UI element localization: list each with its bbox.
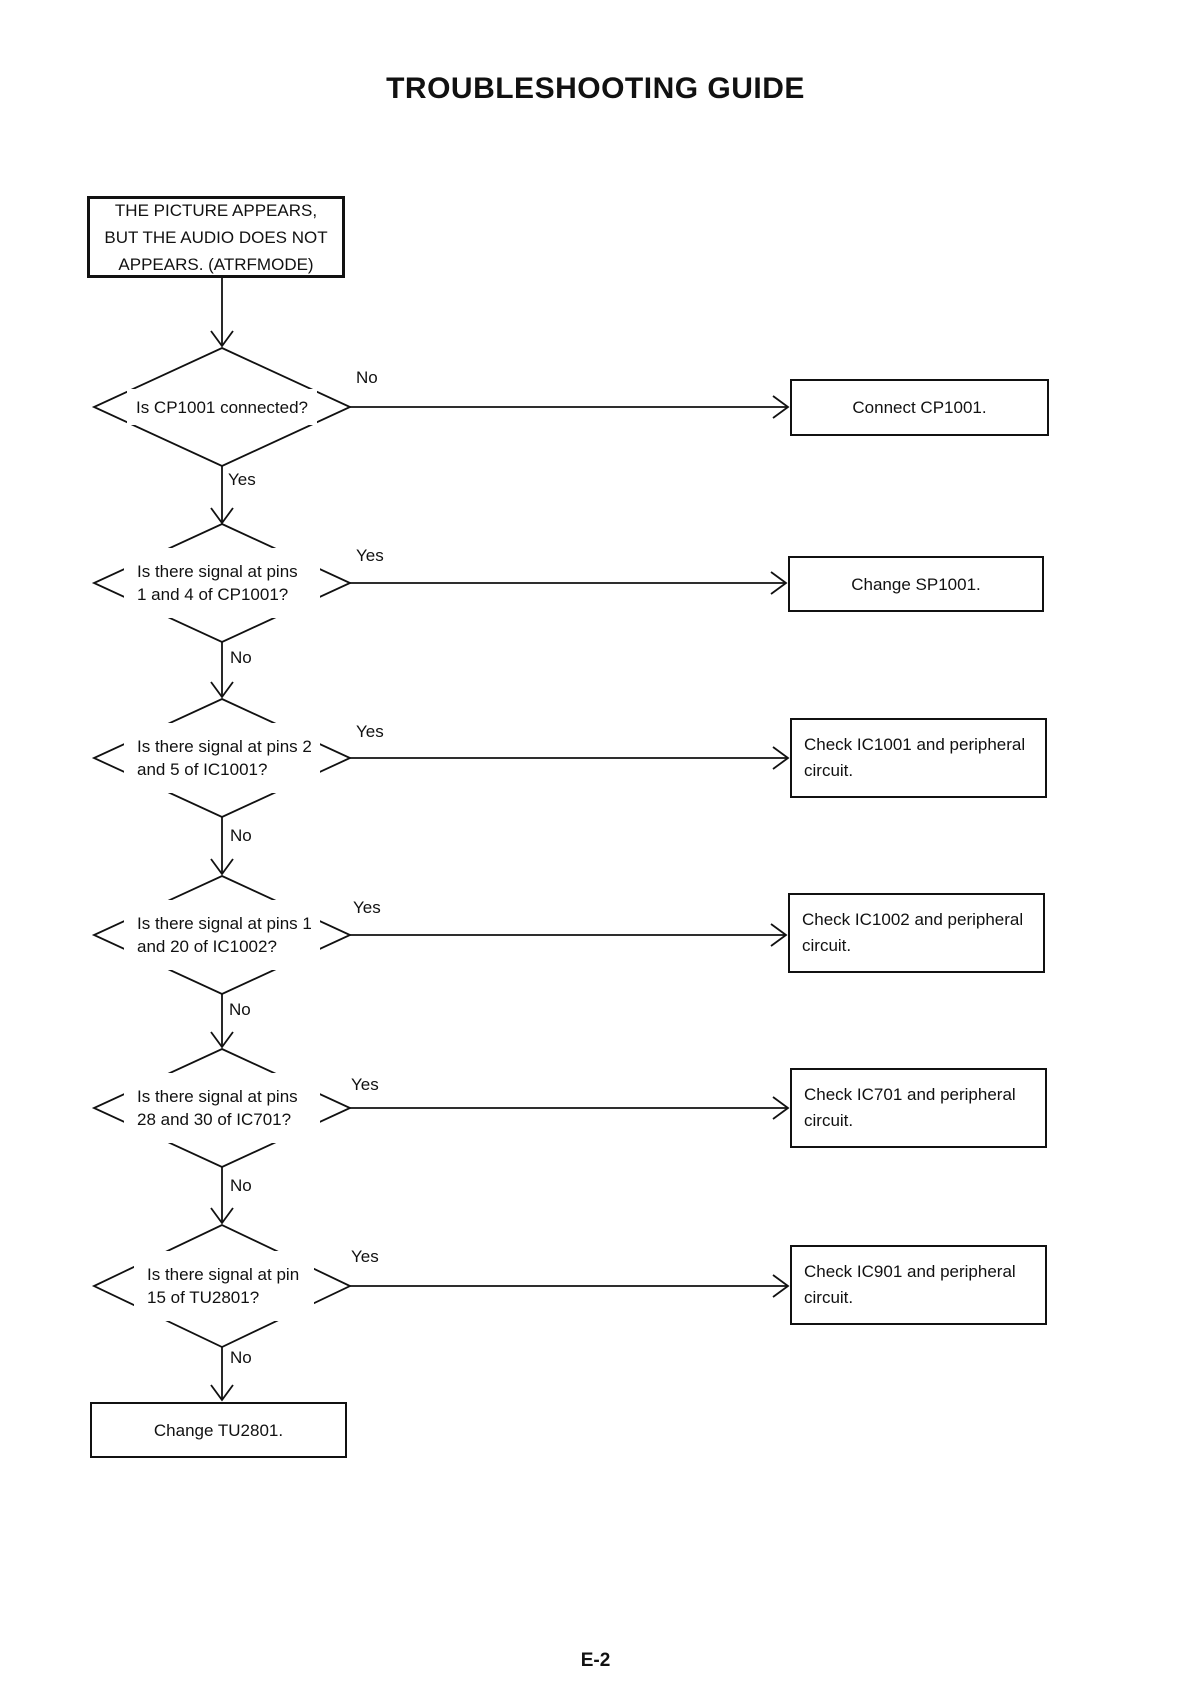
edge-label-yes-2: Yes [356,546,384,565]
action-text: Connect CP1001. [852,398,987,417]
edge-label-yes-5: Yes [351,1075,379,1094]
end-node: Change TU2801. [90,1402,347,1458]
branch-line-d1 [350,395,790,419]
edge-label-yes-3: Yes [356,722,384,741]
page-number: E-2 [580,1650,611,1671]
action-box-4: Check IC1002 and peripheral circuit. [788,893,1045,973]
decision-question-text: Is CP1001 connected? [135,397,308,417]
action-text: Check IC1002 and peripheral circuit. [802,910,1024,955]
connector-d2-to-d3 [210,642,234,699]
decision-question-text: Is there signal at pins 2 and 5 of IC100… [137,737,312,779]
edge-label-no-1: No [356,368,378,387]
action-text: Check IC901 and peripheral circuit. [804,1262,1016,1307]
decision-question-text: Is there signal at pins 1 and 4 of CP100… [137,562,298,604]
connector-d3-to-d4 [210,817,234,876]
arrowhead-right-icon [772,746,790,770]
arrowhead-right-icon [772,1274,790,1298]
edge-label-no-2: No [230,648,252,667]
edge-label-no-4: No [229,1000,251,1019]
connector-d1-to-d2 [210,466,234,525]
arrowhead-right-icon [770,923,788,947]
decision-question-text: Is there signal at pins 28 and 30 of IC7… [137,1087,298,1129]
arrowhead-right-icon [770,571,788,595]
arrowhead-right-icon [772,1096,790,1120]
action-box-2: Change SP1001. [788,556,1044,612]
edge-label-no-6: No [230,1348,252,1367]
edge-label-yes-4: Yes [353,898,381,917]
decision-question-2: Is there signal at pins 1 and 4 of CP100… [124,548,320,618]
decision-question-3: Is there signal at pins 2 and 5 of IC100… [124,723,320,793]
action-box-1: Connect CP1001. [790,379,1049,436]
connector-start-to-d1 [210,278,234,348]
action-box-3: Check IC1001 and peripheral circuit. [790,718,1047,798]
decision-question-1: Is CP1001 connected? [127,389,317,425]
branch-line-d4 [350,923,788,947]
connector-d4-to-d5 [210,994,234,1049]
arrowhead-down-icon [210,1384,234,1402]
arrowhead-down-icon [210,1031,234,1049]
edge-label-no-3: No [230,826,252,845]
page-title: TROUBLESHOOTING GUIDE [386,72,805,105]
arrowhead-down-icon [210,681,234,699]
branch-line-d3 [350,746,790,770]
arrowhead-down-icon [210,330,234,348]
action-box-6: Check IC901 and peripheral circuit. [790,1245,1047,1325]
edge-label-no-5: No [230,1176,252,1195]
connector-d6-to-end [210,1347,234,1402]
arrowhead-down-icon [210,1207,234,1225]
branch-line-d5 [350,1096,790,1120]
branch-line-d2 [350,571,788,595]
arrowhead-right-icon [772,395,790,419]
start-node: THE PICTURE APPEARS, BUT THE AUDIO DOES … [87,196,345,278]
edge-label-yes-1: Yes [228,470,256,489]
decision-question-4: Is there signal at pins 1 and 20 of IC10… [124,900,320,970]
action-box-5: Check IC701 and peripheral circuit. [790,1068,1047,1148]
decision-question-5: Is there signal at pins 28 and 30 of IC7… [124,1073,320,1143]
branch-line-d6 [350,1274,790,1298]
action-text: Check IC1001 and peripheral circuit. [804,735,1026,780]
start-node-label: THE PICTURE APPEARS, BUT THE AUDIO DOES … [104,200,328,274]
edge-label-yes-6: Yes [351,1247,379,1266]
action-text: Change SP1001. [851,574,981,594]
action-text: Check IC701 and peripheral circuit. [804,1085,1016,1130]
arrowhead-down-icon [210,507,234,525]
decision-question-6: Is there signal at pin 15 of TU2801? [134,1251,314,1321]
connector-d5-to-d6 [210,1167,234,1225]
decision-question-text: Is there signal at pin 15 of TU2801? [147,1265,300,1307]
arrowhead-down-icon [210,858,234,876]
decision-question-text: Is there signal at pins 1 and 20 of IC10… [137,914,312,956]
end-node-label: Change TU2801. [153,1420,284,1440]
